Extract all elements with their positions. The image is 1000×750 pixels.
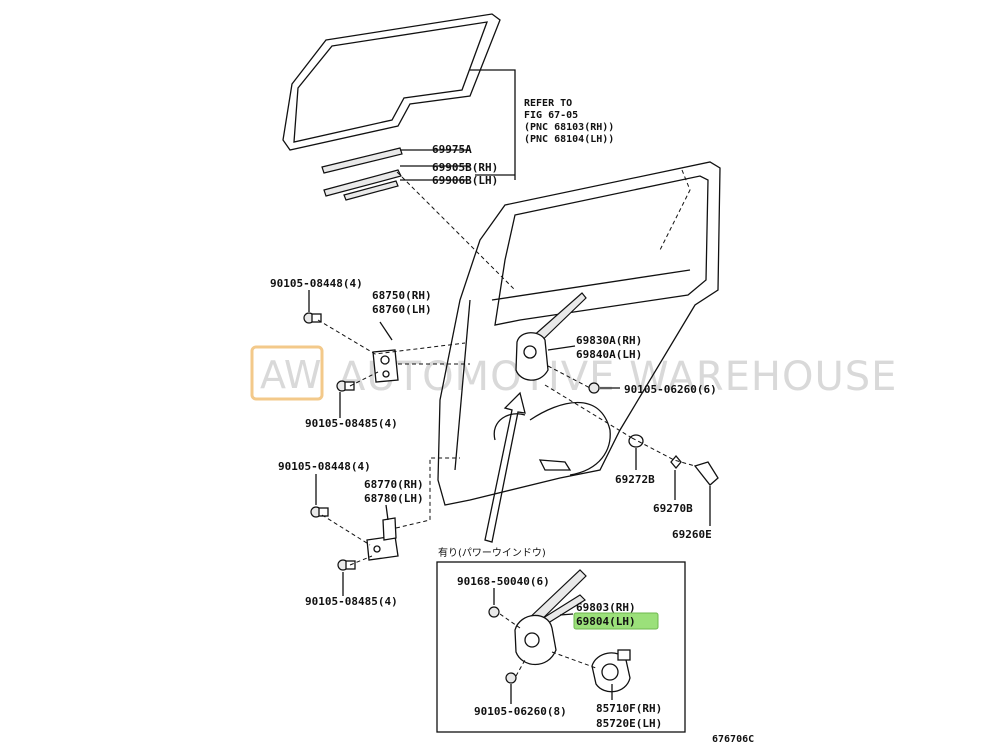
inset-regulator bbox=[514, 569, 587, 665]
label-90105-08448-top: 90105-08448(4) bbox=[270, 277, 363, 290]
lower-hinge bbox=[366, 517, 399, 561]
door-frame bbox=[437, 161, 721, 506]
label-leaders bbox=[308, 290, 711, 596]
inset-leaders bbox=[493, 588, 613, 704]
label-69803: 69803(RH) bbox=[576, 601, 636, 614]
weatherstrip-69905b bbox=[323, 169, 402, 201]
label-69260e: 69260E bbox=[672, 528, 712, 541]
bolt-upper-1 bbox=[303, 312, 322, 324]
inset-bolt-2 bbox=[505, 672, 517, 684]
label-69830a: 69830A(RH) bbox=[576, 334, 642, 347]
label-68780: 68780(LH) bbox=[364, 492, 424, 505]
watermark-badge: AW bbox=[260, 353, 322, 397]
label-68760: 68760(LH) bbox=[372, 303, 432, 316]
label-85710f: 85710F(RH) bbox=[596, 702, 662, 715]
label-69840a: 69840A(LH) bbox=[576, 348, 642, 361]
label-90105-08448-bot: 90105-08448(4) bbox=[278, 460, 371, 473]
label-90168-50040: 90168-50040(6) bbox=[457, 575, 550, 588]
label-68750: 68750(RH) bbox=[372, 289, 432, 302]
label-90105-08485-bot: 90105-08485(4) bbox=[305, 595, 398, 608]
refer-line4: (PNC 68104(LH)) bbox=[524, 134, 614, 145]
callout-arrow bbox=[484, 391, 526, 543]
label-68770: 68770(RH) bbox=[364, 478, 424, 491]
handle-69260e bbox=[693, 461, 719, 486]
highlight-69804 bbox=[573, 612, 659, 630]
inset-bolt-1 bbox=[488, 606, 500, 618]
bolt-upper-2 bbox=[336, 380, 355, 392]
watermark-text: AUTOMOTIVE WAREHOUSE bbox=[338, 354, 897, 400]
watermark: AW AUTOMOTIVE WAREHOUSE bbox=[250, 345, 897, 401]
refer-line1: REFER TO bbox=[524, 98, 572, 109]
label-90105-08485-top: 90105-08485(4) bbox=[305, 417, 398, 430]
watermark-badge-frame bbox=[250, 345, 324, 401]
refer-line3: (PNC 68103(RH)) bbox=[524, 122, 614, 133]
regulator-in-door bbox=[515, 292, 587, 381]
power-window-note: 有り(パワーウインドウ) bbox=[438, 546, 546, 559]
upper-hinge bbox=[372, 349, 399, 383]
label-69804: 69804(LH) bbox=[576, 615, 636, 628]
dashed-leaders bbox=[317, 169, 696, 566]
clip-69270b bbox=[670, 454, 682, 470]
label-69905b: 69905B(RH) bbox=[432, 161, 498, 174]
label-90105-06260-6: 90105-06260(6) bbox=[624, 383, 717, 396]
label-69272b: 69272B bbox=[615, 473, 655, 486]
figure-id: 676706C bbox=[712, 734, 754, 745]
bolt-lower-2 bbox=[337, 559, 356, 571]
weatherstrip-69975a bbox=[321, 147, 403, 174]
bolt-lower-1 bbox=[310, 506, 329, 518]
label-69270b: 69270B bbox=[653, 502, 693, 515]
label-90105-06260-8: 90105-06260(8) bbox=[474, 705, 567, 718]
label-69906b: 69906B(LH) bbox=[432, 174, 498, 187]
label-69975a: 69975A bbox=[432, 143, 472, 156]
bolt-69830-side bbox=[588, 382, 600, 394]
inset-motor bbox=[591, 649, 631, 693]
label-85720e: 85720E(LH) bbox=[596, 717, 662, 730]
refer-line2: FIG 67-05 bbox=[524, 110, 578, 121]
inset-box bbox=[436, 561, 686, 733]
door-glass bbox=[282, 13, 501, 151]
plug-69272b bbox=[628, 434, 644, 448]
refer-bracket bbox=[400, 69, 516, 181]
text-labels: REFER TO FIG 67-05 (PNC 68103(RH)) (PNC … bbox=[270, 98, 754, 745]
